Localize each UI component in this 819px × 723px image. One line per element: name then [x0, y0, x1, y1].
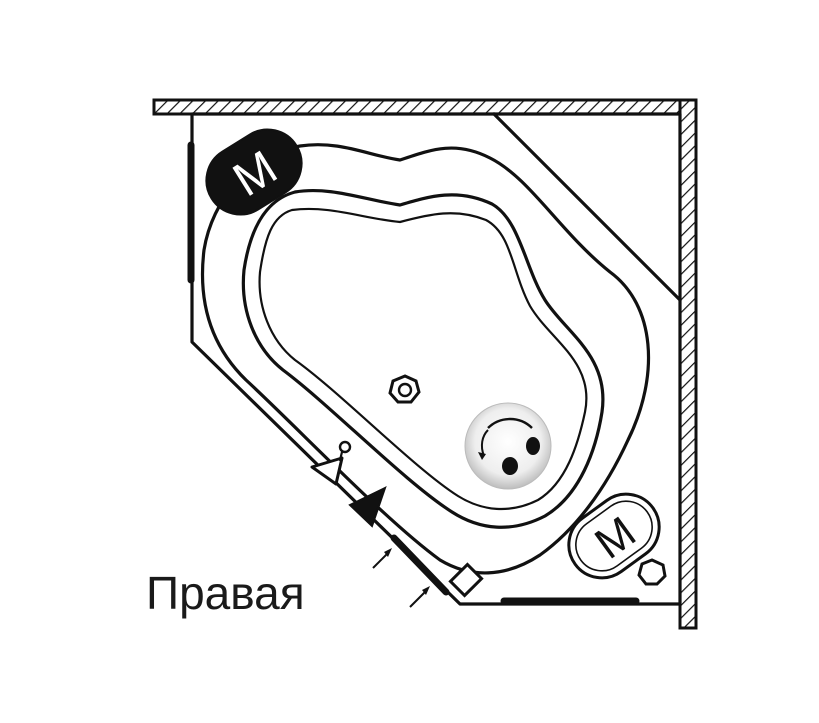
drain-icon [388, 374, 421, 404]
front-side-panel-bar [390, 534, 450, 596]
orientation-caption: Правая [146, 567, 305, 619]
hydromassage-jet-icon [464, 402, 552, 490]
wall-top [152, 98, 698, 116]
faucet-icon [310, 440, 352, 486]
pointer-arrow-icon [372, 548, 392, 569]
tub-rim-inner [241, 188, 605, 529]
headrest-pillow-icon: M [205, 128, 303, 216]
direction-arrow-icon [348, 486, 387, 528]
headrest-pillow-icon: M [567, 492, 661, 580]
control-box-icon [448, 562, 484, 598]
overflow-icon [637, 558, 667, 586]
pointer-arrow-icon [409, 586, 430, 608]
corner-diagonal-line [492, 112, 682, 302]
tub-basin-floor [258, 207, 588, 511]
wall-right [678, 98, 698, 630]
